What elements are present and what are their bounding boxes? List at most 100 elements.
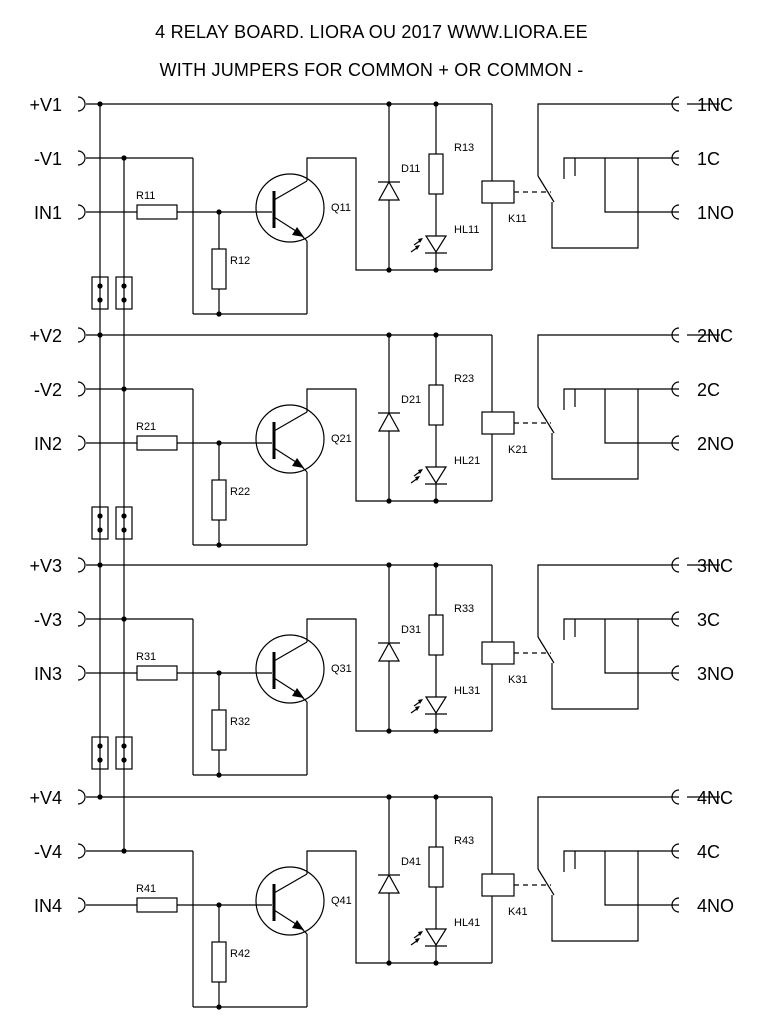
diode-label: D11 [401,163,420,175]
relay-label: K41 [508,906,528,918]
input-terminal-label: IN1 [34,203,62,223]
wire [298,232,308,242]
led-arrowhead [418,469,423,474]
junction-dot [97,527,103,533]
npn-transistor [255,866,325,936]
pulldown-resistor [211,709,227,751]
pulldown-resistor-label: R42 [230,948,250,960]
base-resistor-label: R11 [136,190,155,202]
nc-contact-wire [537,334,679,407]
junction-dot [97,101,103,107]
schematic-subtitle: WITH JUMPERS FOR COMMON + OR COMMON - [159,60,584,80]
led-resistor [428,153,444,195]
led-resistor [428,384,444,426]
common-contact-wire [551,388,639,480]
led-resistor-label: R33 [454,603,474,615]
common-contact-wire [551,157,639,249]
junction-dot [121,386,127,392]
schematic-title: 4 RELAY BOARD. LIORA OU 2017 WWW.LIORA.E… [155,22,588,42]
no-contact-wire [604,619,679,674]
relay-coil [481,180,515,204]
junction-dot [97,283,103,289]
npn-transistor [255,634,325,704]
transistor-body [255,173,325,243]
left-terminal [77,381,86,397]
relay-contact-arm [537,636,555,664]
jumper [115,736,133,770]
relay-label: K11 [508,213,527,225]
transistor-body [255,634,325,704]
nc-terminal-label: 2NC [697,326,733,346]
left-terminal [77,611,86,627]
input-terminal-label: IN2 [34,434,62,454]
relay-coil [481,873,515,897]
relay-label: K21 [508,444,528,456]
indicator-led [410,696,448,715]
relay-contact-arm [537,175,555,203]
diode-label: D41 [401,856,421,868]
nc-terminal-label: 1NC [697,95,733,115]
nc-contact-wire [537,564,679,637]
led-arrowhead [415,476,420,481]
junction-dot [121,513,127,519]
common-terminal-label: 1C [697,149,720,169]
diode-triangle [377,873,401,894]
pulldown-resistor-label: R32 [230,716,250,728]
flyback-diode [377,641,401,662]
junction-dot [121,527,127,533]
no-contact-wire [604,851,679,906]
junction-dot [97,513,103,519]
junction-dot [121,283,127,289]
right-terminal [671,897,680,913]
vplus-terminal-label: +V1 [29,95,62,115]
vplus-terminal-label: +V3 [29,556,62,576]
transistor-emitter [273,447,300,465]
base-resistor [136,897,178,913]
junction-dot [97,297,103,303]
junction-dot [121,743,127,749]
led-arrowhead [418,238,423,243]
pulldown-resistor [211,248,227,290]
right-terminal [671,327,680,343]
no-contact-wire [604,389,679,444]
junction-dot [97,794,103,800]
jumper-pair [91,506,133,540]
relay-coil [481,411,515,435]
junction-dot [121,848,127,854]
led-arrowhead [415,938,420,943]
right-terminal [671,204,680,220]
junction-dot [97,757,103,763]
no-terminal-label: 4NO [697,896,734,916]
jumper-pair [91,736,133,770]
led-triangle [424,696,448,715]
left-terminal [77,789,86,805]
transistor-collector [273,873,308,894]
led-label: HL41 [454,917,480,929]
jumper [91,276,109,310]
diode-triangle [377,641,401,662]
vminus-terminal-label: -V2 [34,380,62,400]
base-resistor [136,435,178,451]
base-resistor [136,665,178,681]
led-resistor-label: R13 [454,142,474,154]
led-label: HL11 [454,224,479,236]
common-contact-wire [551,850,639,942]
right-terminal [671,96,680,112]
right-terminal [671,665,680,681]
transistor-emitter [273,216,300,234]
right-terminal [671,843,680,859]
transistor-body [255,404,325,474]
pulldown-resistor [211,479,227,521]
left-terminal [77,557,86,573]
wire [298,925,308,935]
left-terminal [77,204,86,220]
right-terminal [671,789,680,805]
flyback-diode [377,873,401,894]
vminus-terminal-label: -V1 [34,149,62,169]
flyback-diode [377,180,401,201]
collector-net [306,157,492,271]
junction-dot [121,155,127,161]
led-arrowhead [415,706,420,711]
left-terminal [77,665,86,681]
